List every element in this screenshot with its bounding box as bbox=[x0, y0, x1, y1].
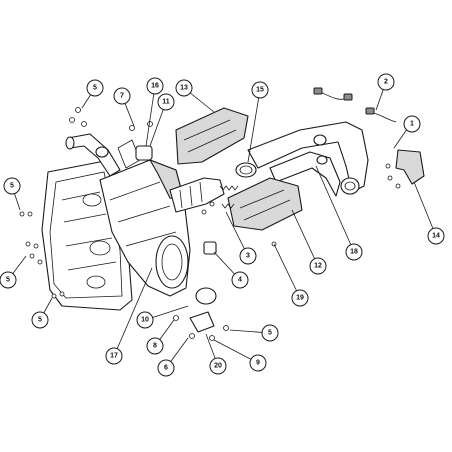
callout-2: 2 bbox=[377, 73, 395, 91]
callout-number: 15 bbox=[256, 87, 264, 94]
callout-8: 8 bbox=[146, 337, 164, 355]
callout-number: 13 bbox=[180, 85, 188, 92]
callout-number: 8 bbox=[153, 343, 157, 350]
loose-bolts-left bbox=[19, 163, 401, 299]
inlet-elbow-pipe bbox=[65, 133, 121, 177]
callout-circle bbox=[251, 81, 269, 99]
callout-circle bbox=[377, 73, 395, 91]
callout-circle bbox=[146, 77, 164, 95]
link-pipe bbox=[169, 177, 225, 213]
top-heat-shield bbox=[175, 107, 249, 165]
callout-14: 14 bbox=[427, 227, 445, 245]
callout-19: 19 bbox=[291, 289, 309, 307]
callout-number: 5 bbox=[268, 330, 272, 337]
callout-circle bbox=[261, 324, 279, 342]
callout-circle bbox=[3, 177, 21, 195]
callout-5: 5 bbox=[3, 177, 21, 195]
callout-circle bbox=[403, 115, 421, 133]
callout-circle bbox=[209, 357, 227, 375]
callout-5: 5 bbox=[0, 271, 17, 289]
callout-number: 4 bbox=[238, 277, 242, 284]
callout-16: 16 bbox=[146, 77, 164, 95]
callout-circle bbox=[157, 93, 175, 111]
callout-circle bbox=[86, 79, 104, 97]
callout-number: 1 bbox=[410, 121, 414, 128]
callout-number: 12 bbox=[314, 263, 322, 270]
callout-number: 14 bbox=[432, 233, 440, 240]
callout-circle bbox=[249, 354, 267, 372]
rear-pipe-assembly bbox=[247, 121, 369, 197]
callout-7: 7 bbox=[113, 87, 131, 105]
lambda-sensor bbox=[313, 87, 397, 123]
callout-number: 17 bbox=[110, 353, 118, 360]
lower-bracket-parts bbox=[173, 241, 229, 341]
callout-circle bbox=[345, 243, 363, 261]
callout-number: 11 bbox=[162, 99, 170, 106]
callout-number: 3 bbox=[246, 253, 250, 260]
callout-number: 16 bbox=[151, 83, 159, 90]
callout-circle bbox=[146, 337, 164, 355]
callout-15: 15 bbox=[251, 81, 269, 99]
callout-circle bbox=[239, 247, 257, 265]
callout-number: 5 bbox=[93, 85, 97, 92]
callout-circle bbox=[231, 271, 249, 289]
callout-circle bbox=[309, 257, 327, 275]
callout-9: 9 bbox=[249, 354, 267, 372]
pipe-clamp bbox=[235, 162, 257, 178]
callout-6: 6 bbox=[157, 359, 175, 377]
callout-number: 18 bbox=[350, 249, 358, 256]
callout-number: 5 bbox=[38, 317, 42, 324]
callout-number: 6 bbox=[164, 365, 168, 372]
callout-12: 12 bbox=[309, 257, 327, 275]
callout-circle bbox=[136, 311, 154, 329]
callout-circle bbox=[113, 87, 131, 105]
callout-4: 4 bbox=[231, 271, 249, 289]
callout-20: 20 bbox=[209, 357, 227, 375]
callout-1: 1 bbox=[403, 115, 421, 133]
callout-circle bbox=[175, 79, 193, 97]
callout-number: 2 bbox=[384, 79, 388, 86]
callout-number: 19 bbox=[296, 295, 304, 302]
callout-5: 5 bbox=[86, 79, 104, 97]
callout-3: 3 bbox=[239, 247, 257, 265]
callout-circle bbox=[105, 347, 123, 365]
callout-number: 10 bbox=[141, 317, 149, 324]
hardware-cluster-top bbox=[69, 107, 153, 161]
callout-11: 11 bbox=[157, 93, 175, 111]
exhaust-spring bbox=[219, 185, 239, 209]
callout-circle bbox=[291, 289, 309, 307]
callout-17: 17 bbox=[105, 347, 123, 365]
callout-circle bbox=[31, 311, 49, 329]
callout-circle bbox=[0, 271, 17, 289]
mid-heat-shield bbox=[227, 177, 303, 231]
callout-number: 5 bbox=[10, 183, 14, 190]
callout-number: 5 bbox=[6, 277, 10, 284]
callout-18: 18 bbox=[345, 243, 363, 261]
callout-10: 10 bbox=[136, 311, 154, 329]
callout-circle bbox=[427, 227, 445, 245]
callout-5: 5 bbox=[31, 311, 49, 329]
callout-number: 7 bbox=[120, 93, 124, 100]
rear-mounting-bracket bbox=[395, 149, 425, 185]
callout-circle bbox=[157, 359, 175, 377]
callout-13: 13 bbox=[175, 79, 193, 97]
callout-number: 9 bbox=[256, 360, 260, 367]
callout-5: 5 bbox=[261, 324, 279, 342]
callout-number: 20 bbox=[214, 363, 222, 370]
